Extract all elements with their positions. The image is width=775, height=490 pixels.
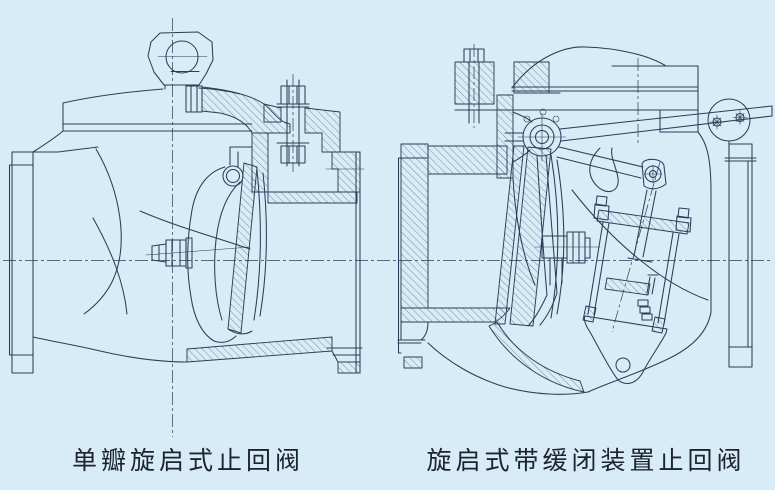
left-valve-drawing [8,18,365,437]
left-valve-caption: 单瓣旋启式止回阀 [71,447,304,475]
right-valve-caption: 旋启式带缓闭装置止回阀 [426,447,746,475]
right-valve-drawing [397,44,773,395]
